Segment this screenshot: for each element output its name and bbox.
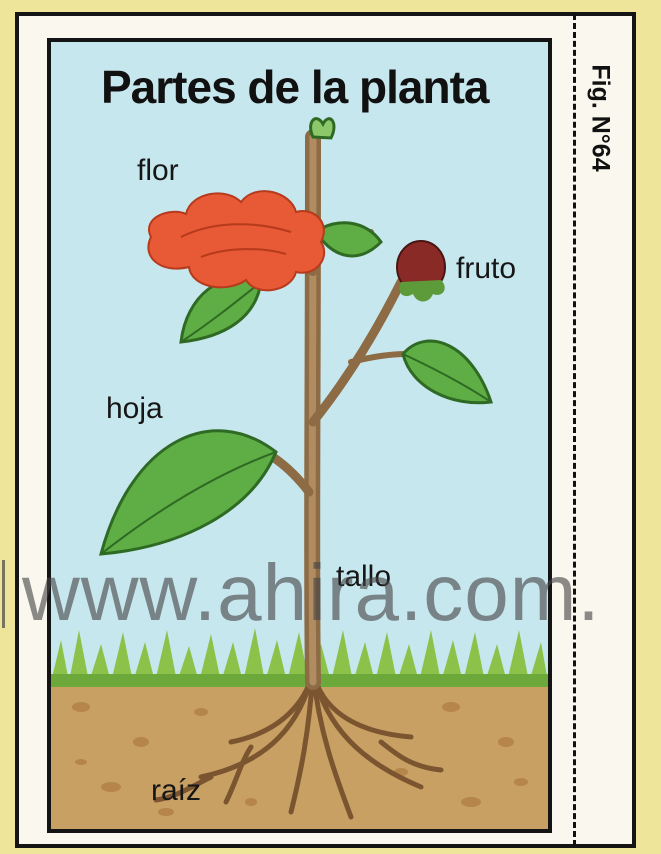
figure-number-box: Fig. N°64 bbox=[580, 38, 620, 198]
plant-drawing bbox=[51, 42, 548, 829]
label-fruto: fruto bbox=[456, 252, 516, 286]
fruit bbox=[397, 241, 445, 302]
label-hoja: hoja bbox=[106, 392, 163, 426]
label-raiz: raíz bbox=[151, 774, 201, 808]
plant-illustration: Partes de la planta flor fruto hoja tall… bbox=[47, 38, 552, 833]
label-flor: flor bbox=[137, 154, 179, 188]
dashed-cut-line bbox=[573, 14, 576, 846]
figure-title: Partes de la planta bbox=[101, 60, 521, 114]
figure-number: Fig. N°64 bbox=[586, 64, 615, 171]
watermark: www.ahira.com. bbox=[0, 548, 661, 638]
